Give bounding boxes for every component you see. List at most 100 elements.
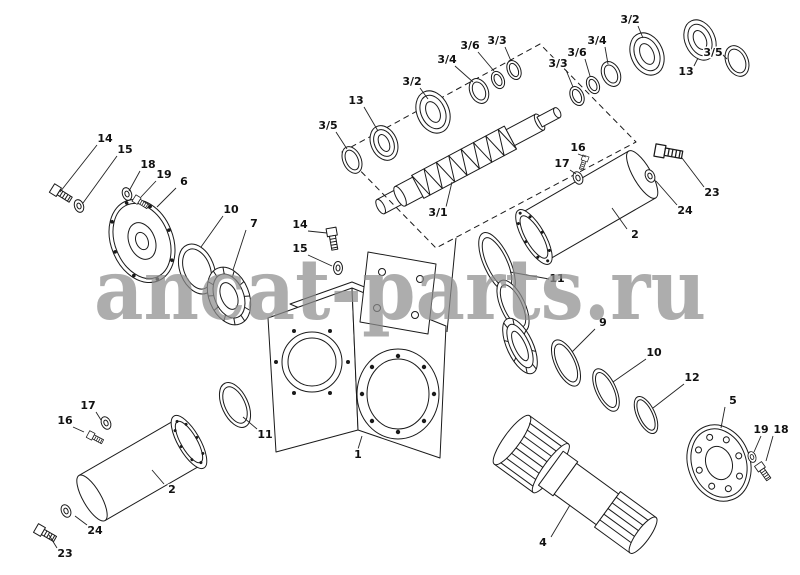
callout-leader [604, 46, 609, 65]
callout-leader [82, 155, 118, 204]
bearing-3-2-right [629, 32, 665, 76]
callout-leader [242, 416, 258, 430]
callout-leader [363, 106, 379, 132]
part-callout: 12 [684, 371, 699, 384]
callout-leader [611, 207, 628, 230]
cover-bolt-holes [110, 201, 174, 281]
callout-leader [140, 180, 157, 198]
cylinder-2-left [76, 414, 208, 522]
callout-leader [504, 46, 512, 62]
part-callout: 10 [646, 346, 662, 359]
bolt-16-bottom-left [85, 430, 105, 446]
bolt-23-bottom-left [33, 523, 59, 544]
callout-leader [72, 426, 85, 433]
bearing-13-right [683, 19, 717, 61]
part-callout: 3/3 [487, 34, 506, 47]
ring-3-3-left [506, 59, 522, 81]
part-callout: 23 [704, 186, 719, 199]
part-callout: 3/5 [703, 46, 722, 59]
callout-leader [357, 435, 363, 450]
part-callout: 15 [117, 143, 132, 156]
callout-leader [307, 254, 333, 267]
callout-leader [509, 271, 550, 280]
callout-leader [612, 358, 647, 383]
part-callout: 17 [80, 399, 95, 412]
callout-leader [652, 383, 685, 409]
part-callout: 3/3 [548, 57, 567, 70]
ring-10-right [592, 368, 620, 412]
part-callout: 3/4 [437, 53, 457, 66]
part-callout: 4 [539, 536, 547, 549]
part-callout: 3/1 [428, 206, 447, 219]
flange-bolt-holes [516, 211, 551, 263]
part-callout: 2 [631, 228, 639, 241]
splined-shaft-4 [492, 414, 658, 554]
part-callout: 13 [348, 94, 363, 107]
bolt-16-right [577, 154, 590, 171]
callout-leader [720, 406, 726, 429]
callout-leader [95, 411, 102, 421]
part-callout: 15 [292, 242, 307, 255]
housing-top-flange [359, 251, 437, 335]
flange-cover-5 [686, 424, 752, 502]
part-callout: 18 [773, 423, 788, 436]
ring-3-4-right [600, 61, 622, 87]
callout-leader [550, 504, 571, 538]
part-callout: 23 [57, 547, 72, 560]
callout-leader [584, 58, 591, 77]
callout-leader [48, 534, 58, 549]
callout-leader [753, 435, 762, 453]
callout-leader [454, 65, 474, 83]
washer-17-bottom-left [98, 414, 114, 432]
left-face-bolt-holes [274, 329, 350, 395]
part-callout: 16 [57, 414, 73, 427]
cylinder-2-right [515, 150, 659, 265]
callout-leader [765, 435, 774, 462]
part-callout: 6 [180, 175, 188, 188]
part-callout: 11 [257, 428, 272, 441]
bearing-13-left [369, 125, 399, 161]
callout-leader [693, 57, 699, 67]
callout-leader [477, 51, 495, 72]
ring-9 [550, 339, 582, 387]
part-callout: 11 [549, 272, 564, 285]
callout-leader [307, 230, 328, 234]
callout-leader [200, 215, 224, 248]
ring-3-6-right [585, 75, 601, 95]
part-callout: 5 [729, 394, 737, 407]
callout-leader [655, 180, 678, 206]
callout-leader [156, 187, 177, 208]
opening-bolt-holes [359, 353, 437, 435]
part-callout: 1 [354, 448, 362, 461]
part-callout: 2 [168, 483, 176, 496]
part-callout: 3/4 [587, 34, 607, 47]
callout-leader [232, 229, 247, 271]
ring-3-3-right [569, 85, 585, 107]
callout-leader [74, 515, 88, 526]
callout-leader [445, 181, 453, 208]
callout-leader [681, 157, 705, 188]
ring-3-4-left [468, 78, 490, 104]
part-callout: 3/5 [318, 119, 337, 132]
part-callout: 3/6 [567, 46, 587, 59]
washer-24-bottom-left [58, 502, 74, 520]
part-callout: 7 [250, 217, 258, 230]
part-callout: 14 [97, 132, 113, 145]
part-callout: 3/2 [402, 75, 421, 88]
bolt-23-right [653, 143, 684, 162]
exploded-assembly [33, 19, 773, 554]
callout-leader [565, 69, 574, 88]
worm-shaft-3-1 [375, 107, 562, 215]
ring-10-left [177, 243, 217, 295]
part-callout: 24 [87, 524, 103, 537]
part-callout: 24 [677, 204, 693, 217]
washer-15-left [72, 197, 86, 215]
callout-leader [569, 169, 577, 175]
part-callout: 19 [753, 423, 768, 436]
part-callout: 16 [570, 141, 586, 154]
callout-leader [151, 469, 165, 485]
part-callout: 18 [140, 158, 155, 171]
part-callout: 9 [599, 316, 607, 329]
watermark: ancat-parts.ru [94, 240, 706, 339]
